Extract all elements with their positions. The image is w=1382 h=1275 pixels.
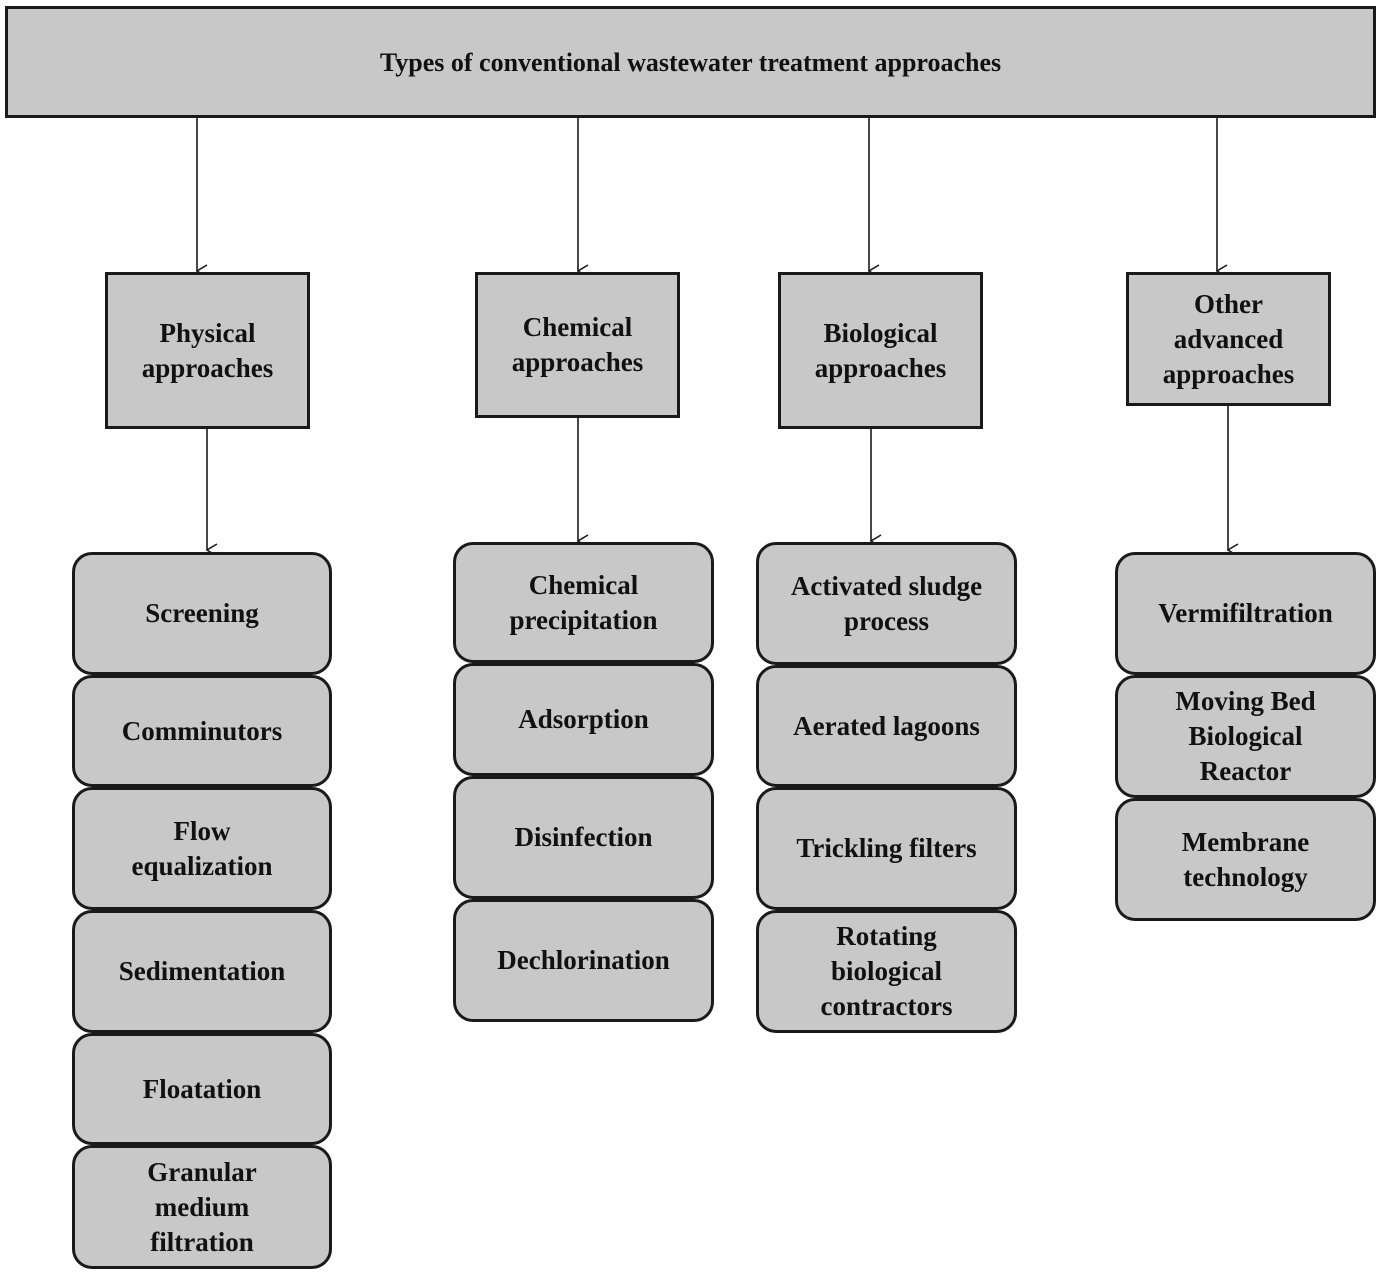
- item-granular-medium-filtration-label: Granular medium filtration: [147, 1156, 257, 1257]
- item-screening: Screening: [72, 552, 332, 675]
- item-comminutors: Comminutors: [72, 675, 332, 787]
- item-moving-bed-biological-reactor: Moving Bed Biological Reactor: [1115, 675, 1376, 798]
- diagram-title-label: Types of conventional wastewater treatme…: [379, 47, 1002, 77]
- item-comminutors-label: Comminutors: [121, 715, 283, 746]
- item-trickling-filters: Trickling filters: [756, 787, 1017, 910]
- item-flow-equalization: Flow equalization: [72, 787, 332, 910]
- item-rotating-biological-contractors: Rotating biological contractors: [756, 910, 1017, 1033]
- category-chemical: Chemical approaches: [475, 272, 680, 418]
- item-activated-sludge-process-label: Activated sludge process: [790, 570, 983, 636]
- item-aerated-lagoons-label: Aerated lagoons: [793, 710, 980, 741]
- item-floatation: Floatation: [72, 1033, 332, 1145]
- item-moving-bed-biological-reactor-label: Moving Bed Biological Reactor: [1175, 686, 1316, 786]
- item-aerated-lagoons: Aerated lagoons: [756, 665, 1017, 787]
- item-screening-label: Screening: [145, 598, 259, 628]
- item-dechlorination: Dechlorination: [453, 899, 714, 1022]
- item-floatation-label: Floatation: [142, 1073, 262, 1104]
- item-flow-equalization-label: Flow equalization: [131, 815, 273, 881]
- item-granular-medium-filtration: Granular medium filtration: [72, 1145, 332, 1269]
- item-disinfection: Disinfection: [453, 776, 714, 899]
- category-physical-label: Physical approaches: [141, 317, 274, 383]
- item-chemical-precipitation: Chemical precipitation: [453, 542, 714, 663]
- item-sedimentation: Sedimentation: [72, 910, 332, 1033]
- item-membrane-technology-label: Membrane technology: [1181, 826, 1310, 892]
- item-vermifiltration: Vermifiltration: [1115, 552, 1376, 675]
- category-biological-label: Biological approaches: [814, 317, 947, 383]
- category-chemical-label: Chemical approaches: [511, 312, 644, 377]
- item-rotating-biological-contractors-label: Rotating biological contractors: [820, 921, 953, 1021]
- item-adsorption: Adsorption: [453, 663, 714, 776]
- diagram-title: Types of conventional wastewater treatme…: [5, 6, 1376, 118]
- item-disinfection-label: Disinfection: [514, 822, 653, 852]
- category-other: Other advanced approaches: [1126, 272, 1331, 406]
- item-adsorption-label: Adsorption: [518, 704, 649, 734]
- item-activated-sludge-process: Activated sludge process: [756, 542, 1017, 665]
- item-trickling-filters-label: Trickling filters: [796, 833, 977, 863]
- category-other-label: Other advanced approaches: [1162, 288, 1295, 389]
- item-membrane-technology: Membrane technology: [1115, 798, 1376, 921]
- item-dechlorination-label: Dechlorination: [497, 945, 670, 975]
- category-biological: Biological approaches: [778, 272, 983, 429]
- item-chemical-precipitation-label: Chemical precipitation: [509, 569, 658, 635]
- category-physical: Physical approaches: [105, 272, 310, 429]
- item-sedimentation-label: Sedimentation: [118, 956, 286, 986]
- item-vermifiltration-label: Vermifiltration: [1158, 598, 1333, 628]
